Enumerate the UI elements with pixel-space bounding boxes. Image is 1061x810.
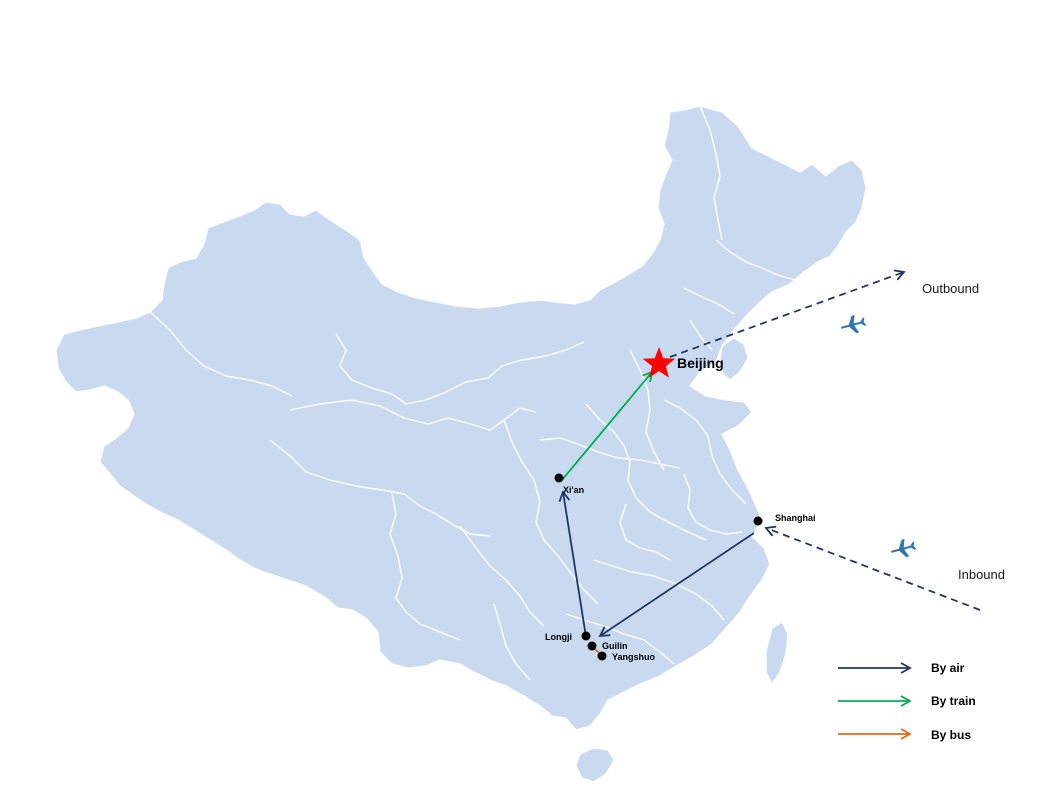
city-dot-guilin: [587, 641, 597, 651]
outbound-label: Outbound: [922, 281, 979, 296]
legend-item-train: By train: [838, 694, 976, 708]
province-borders: [149, 105, 797, 681]
airplane-icon: [841, 315, 867, 334]
city-dot-yangshuo: [597, 651, 607, 661]
route-shanghai-longji-air: [598, 532, 755, 638]
route-outbound-air: [669, 269, 906, 358]
routes: [558, 269, 981, 656]
route-xian-beijing-train: [561, 370, 654, 481]
legend-label-bus: By bus: [931, 728, 971, 742]
city-labels: Beijing Xi'an Shanghai Longji Guilin Yan…: [545, 355, 816, 662]
city-label-longji: Longji: [545, 632, 572, 642]
route-longji-xian-air: [558, 490, 587, 638]
china-landmass: [55, 105, 867, 783]
star-icon: [642, 347, 676, 378]
legend-label-train: By train: [931, 694, 976, 708]
inbound-label: Inbound: [958, 567, 1005, 582]
legend: By air By train By bus: [838, 661, 976, 742]
city-dot-longji: [581, 631, 591, 641]
city-label-guilin: Guilin: [602, 641, 628, 651]
city-label-beijing: Beijing: [677, 355, 724, 371]
liaodong-peninsula: [719, 337, 749, 381]
city-dot-xian: [554, 473, 564, 483]
city-markers: [554, 473, 763, 661]
airplane-icon: [891, 539, 917, 558]
legend-item-bus: By bus: [838, 728, 971, 742]
legend-label-air: By air: [931, 661, 965, 675]
city-label-shanghai: Shanghai: [775, 513, 816, 523]
legend-item-air: By air: [838, 661, 965, 675]
china-mainland: [55, 105, 867, 731]
city-label-xian: Xi'an: [563, 485, 584, 495]
taiwan-island: [765, 621, 789, 686]
city-label-yangshuo: Yangshuo: [612, 652, 656, 662]
hainan-island: [575, 747, 615, 783]
route-inbound-air: [764, 525, 981, 611]
city-dot-shanghai: [753, 516, 763, 526]
